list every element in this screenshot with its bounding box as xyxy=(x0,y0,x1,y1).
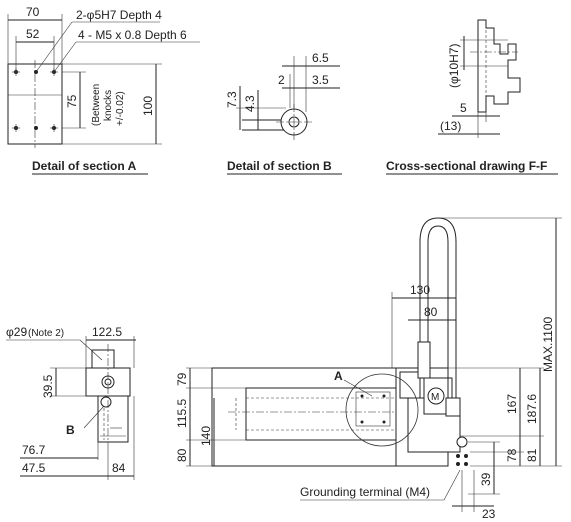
front-dim-80: 80 xyxy=(424,305,438,319)
section-b-caption: Detail of section B xyxy=(227,159,332,173)
section-a-between-knocks-3: +/-0.02) xyxy=(115,91,126,126)
front-dim-79: 79 xyxy=(175,372,189,386)
section-f-dim-phi10h7: (φ10H7) xyxy=(447,44,461,88)
side-dim-note2: (Note 2) xyxy=(28,328,64,339)
section-b-detail: 6.5 3.5 2 7.3 4.3 Detail of section B xyxy=(225,51,342,175)
front-dim-115-5: 115.5 xyxy=(175,399,189,428)
front-dim-39: 39 xyxy=(479,472,493,486)
side-dim-47-5: 47.5 xyxy=(22,461,46,475)
section-b-dim-4-3: 4.3 xyxy=(243,95,257,112)
front-label-a: A xyxy=(334,369,343,383)
section-a-dim-52: 52 xyxy=(26,27,40,41)
front-dim-140: 140 xyxy=(199,426,213,446)
section-b-dim-2: 2 xyxy=(278,73,285,87)
front-grounding-label: Grounding terminal (M4) xyxy=(300,485,430,499)
front-dim-78: 78 xyxy=(505,448,519,462)
front-dim-23: 23 xyxy=(482,507,496,521)
front-dim-167: 167 xyxy=(505,394,519,414)
side-dim-39-5: 39.5 xyxy=(41,374,55,398)
front-view: M A Grounding terminal (M4) 130 80 MAX.1… xyxy=(175,217,562,521)
section-f-dim-5: 5 xyxy=(460,101,467,115)
front-dim-130: 130 xyxy=(410,283,430,297)
front-dim-max1100: MAX.1100 xyxy=(541,317,555,372)
section-f-detail: (φ10H7) 5 (13) Cross-sectional drawing F… xyxy=(386,19,558,175)
section-b-dim-3-5: 3.5 xyxy=(312,73,329,87)
section-a-between-knocks-2: knocks xyxy=(103,90,114,121)
section-a-dim-70: 70 xyxy=(26,5,40,19)
front-dim-81: 81 xyxy=(525,448,539,462)
section-f-dim-13: (13) xyxy=(440,119,461,133)
section-a-screw-note: 4 - M5 x 0.8 Depth 6 xyxy=(78,28,187,42)
section-a-dim-75: 75 xyxy=(65,94,79,108)
section-b-dim-6-5: 6.5 xyxy=(312,51,329,65)
side-dim-76-7: 76.7 xyxy=(22,443,46,457)
side-dim-phi29: φ29 xyxy=(6,325,27,339)
section-f-caption: Cross-sectional drawing F-F xyxy=(386,159,547,173)
side-dim-122-5: 122.5 xyxy=(92,325,122,339)
front-dim-187-6: 187.6 xyxy=(525,394,539,424)
section-a-caption: Detail of section A xyxy=(32,159,137,173)
front-motor-label: M xyxy=(431,392,439,403)
section-a-pin-note: 2-φ5H7 Depth 4 xyxy=(76,8,162,22)
section-b-dim-7-3: 7.3 xyxy=(225,91,239,108)
section-a-detail: 70 52 2-φ5H7 Depth 4 4 - M5 x 0.8 Depth … xyxy=(7,5,200,175)
section-a-between-knocks-1: (Between xyxy=(91,84,102,126)
side-label-b: B xyxy=(66,423,75,437)
front-dim-80-left: 80 xyxy=(175,448,189,462)
side-view: φ29 (Note 2) 122.5 39.5 B 76.7 47.5 84 xyxy=(6,325,136,480)
side-dim-84: 84 xyxy=(112,461,126,475)
section-a-dim-100: 100 xyxy=(141,96,155,116)
